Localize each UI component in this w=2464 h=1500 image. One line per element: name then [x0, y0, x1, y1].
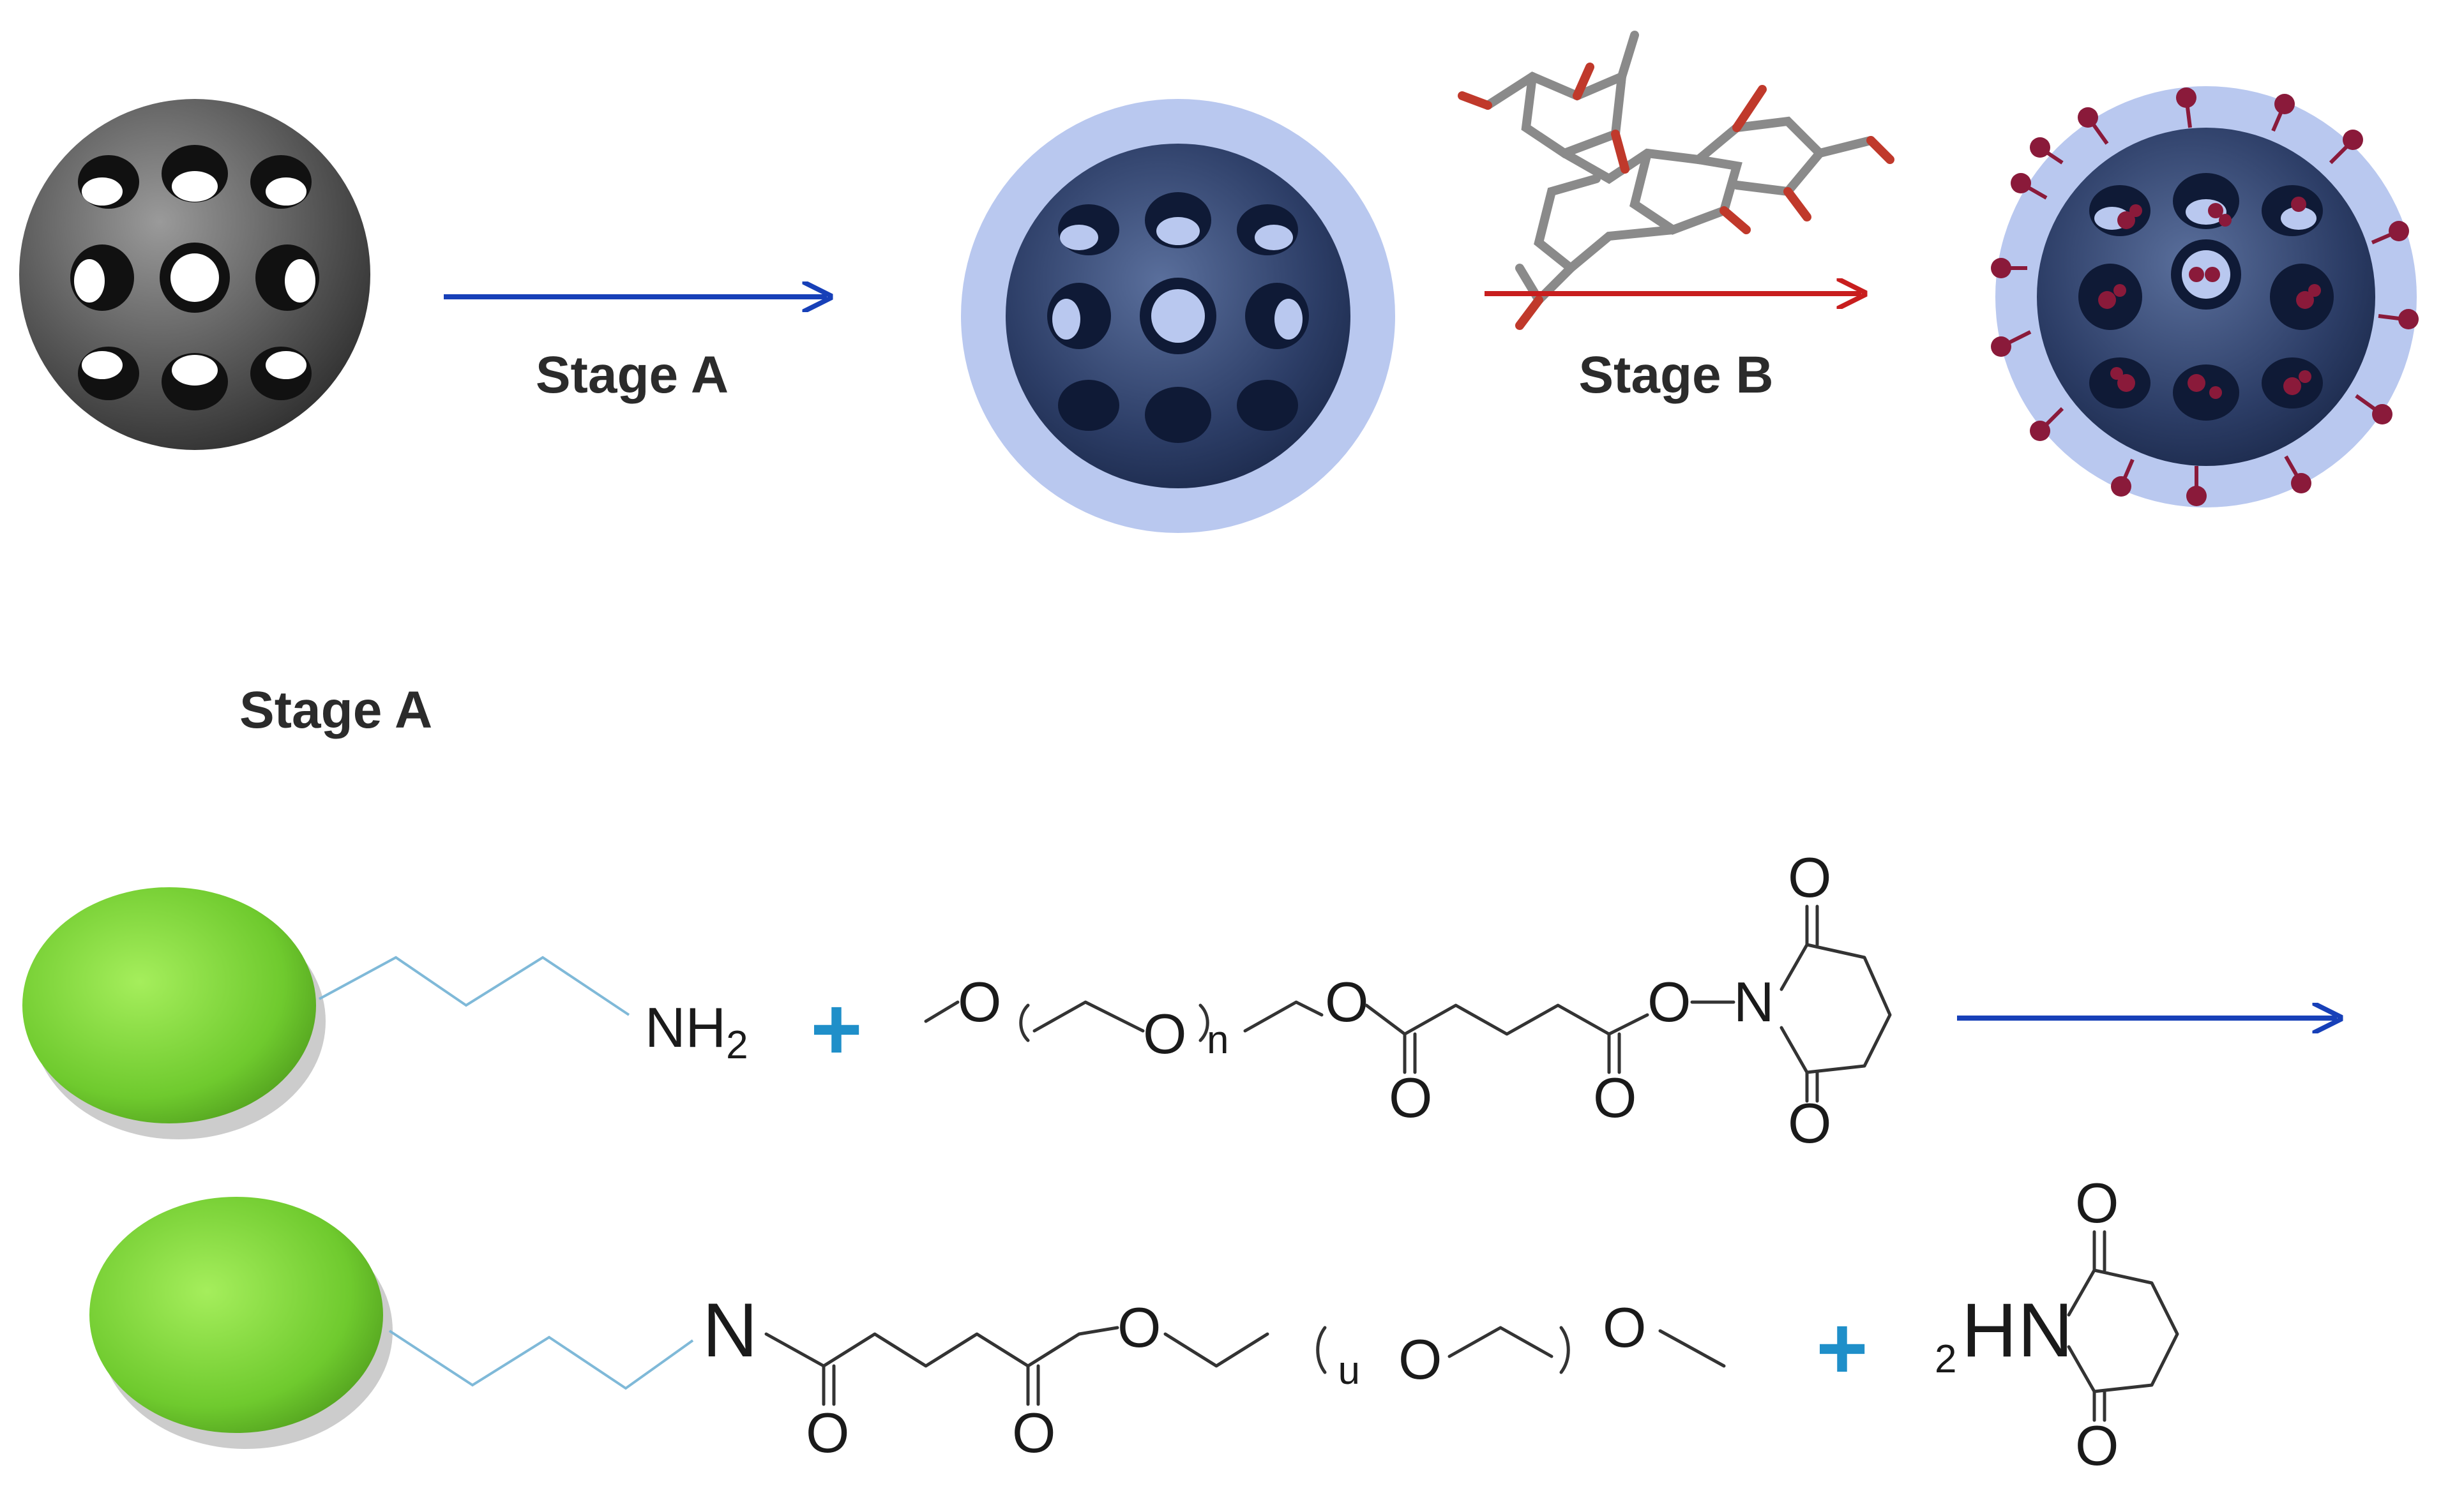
reaction-2-plus: +: [1816, 1298, 1868, 1398]
drug-molecule-icon: [1458, 31, 1894, 330]
amine-group-label: NH2: [645, 996, 748, 1067]
drug-loaded-particle-icon: [1991, 86, 2419, 507]
svg-text:O: O: [1603, 1296, 1646, 1359]
svg-text:O: O: [1593, 1066, 1636, 1129]
reaction-2: N O O O n O O + 2 H N O: [89, 1171, 2179, 1477]
svg-text:O: O: [1117, 1296, 1161, 1359]
svg-text:O: O: [1398, 1328, 1442, 1391]
product-bead-icon: [89, 1197, 393, 1449]
svg-text:2: 2: [1935, 1337, 1956, 1381]
amide-nitrogen: N: [702, 1287, 758, 1373]
product-linker: [388, 1330, 694, 1390]
svg-text:O: O: [2075, 1414, 2119, 1477]
svg-text:n: n: [1338, 1354, 1360, 1398]
stage-a-heading: Stage A: [239, 681, 432, 739]
peg-amide-chain: O O O n O O: [764, 1296, 1726, 1464]
svg-text:O: O: [1788, 1091, 1831, 1155]
svg-text:N: N: [1734, 970, 1774, 1033]
svg-text:H: H: [1961, 1287, 2017, 1373]
svg-text:n: n: [1207, 1018, 1228, 1062]
svg-text:N: N: [2018, 1287, 2073, 1373]
svg-text:O: O: [1389, 1066, 1432, 1129]
stage-a-arrow-label: Stage A: [536, 346, 729, 404]
stage-b-arrow-label: Stage B: [1578, 346, 1773, 404]
svg-text:O: O: [1325, 970, 1368, 1033]
svg-text:O: O: [1788, 846, 1831, 909]
amine-linker: [319, 956, 630, 1016]
reaction-1-plus: +: [810, 979, 863, 1079]
svg-text:O: O: [1647, 970, 1691, 1033]
svg-text:O: O: [958, 970, 1001, 1033]
coated-particle-icon: [961, 99, 1395, 533]
amine-bead-icon: [22, 887, 326, 1139]
svg-text:O: O: [1143, 1002, 1186, 1065]
svg-text:O: O: [2075, 1171, 2119, 1234]
bare-particle-icon: [19, 99, 370, 450]
reaction-1: NH2 + O O n O O O O N O: [22, 846, 2337, 1155]
svg-text:O: O: [1012, 1401, 1055, 1464]
svg-text:O: O: [806, 1401, 849, 1464]
n-hydroxysuccinimide-byproduct: 2 H N O O: [1935, 1171, 2179, 1477]
mpeg-succinimidyl-reagent: O O n O O O O N O O: [924, 846, 1892, 1155]
